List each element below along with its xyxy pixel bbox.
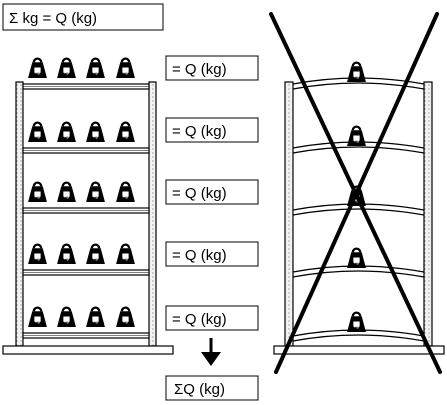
weight-label: kg xyxy=(64,319,69,324)
weight-label: kg xyxy=(93,134,98,139)
total-label-box: ΣQ (kg) xyxy=(165,375,259,401)
total-label-text: ΣQ (kg) xyxy=(174,381,225,398)
weight-icon: kg xyxy=(27,181,48,203)
weight-icon: kg xyxy=(346,247,367,269)
weight-icon: kg xyxy=(56,121,77,143)
weight-label: kg xyxy=(35,134,40,139)
weight-label: kg xyxy=(35,70,40,75)
weight-icon: kg xyxy=(346,125,367,147)
shelf-labels: = Q (kg) = Q (kg) = Q (kg) = Q (kg) = Q (kg) xyxy=(165,55,259,331)
weight-icon: kg xyxy=(85,306,106,328)
weight-icon: kg xyxy=(115,57,136,79)
weight-label: kg xyxy=(354,138,359,143)
weight-label: kg xyxy=(93,70,98,75)
weight-label: kg xyxy=(354,324,359,329)
weight-label: kg xyxy=(64,194,69,199)
shelf-label-text: = Q (kg) xyxy=(172,123,227,140)
weight-label: kg xyxy=(123,194,128,199)
weight-icon: kg xyxy=(56,306,77,328)
weight-label: kg xyxy=(64,134,69,139)
weight-label: kg xyxy=(35,319,40,324)
rack-base xyxy=(2,345,174,355)
bad-rack-base xyxy=(273,345,445,355)
weight-label: kg xyxy=(123,319,128,324)
bad-rack-shelves xyxy=(292,77,425,342)
header-formula: Σ kg = Q (kg) xyxy=(2,3,164,31)
shelf-label: = Q (kg) xyxy=(165,305,259,331)
weight-icon: kg xyxy=(85,243,106,265)
weight-icon: kg xyxy=(56,243,77,265)
weight-icon: kg xyxy=(27,243,48,265)
weight-label: kg xyxy=(35,194,40,199)
weight-label: kg xyxy=(93,319,98,324)
weight-label: kg xyxy=(123,256,128,261)
weight-label: kg xyxy=(123,70,128,75)
weight-label: kg xyxy=(354,74,359,79)
weight-icon: kg xyxy=(27,121,48,143)
weight-label: kg xyxy=(123,134,128,139)
header-formula-text: Σ kg = Q (kg) xyxy=(9,10,97,27)
weight-label: kg xyxy=(93,256,98,261)
bent-shelf-edge xyxy=(292,334,425,342)
weight-label: kg xyxy=(93,194,98,199)
shelf-label-text: = Q (kg) xyxy=(172,311,227,328)
shelf-label: = Q (kg) xyxy=(165,179,259,205)
bent-shelf-edge xyxy=(292,146,425,154)
weight-icon: kg xyxy=(85,57,106,79)
weight-icon: kg xyxy=(346,311,367,333)
bent-shelf-edge xyxy=(292,208,425,216)
weight-icon: kg xyxy=(85,181,106,203)
bad-rack-upright-right xyxy=(423,81,433,347)
good-rack: kg kg kg kg kg kg kg kg kg kg kg kg kg kg kg kg kg kg kg kg xyxy=(2,57,174,355)
shelf-label-text: = Q (kg) xyxy=(172,61,227,78)
down-arrow-icon xyxy=(201,338,221,366)
weight-label: kg xyxy=(354,260,359,265)
rack-upright-left xyxy=(15,81,24,347)
x-cross-icon xyxy=(269,12,442,374)
weight-icon: kg xyxy=(56,57,77,79)
weight-icon: kg xyxy=(115,121,136,143)
weight-icon: kg xyxy=(27,306,48,328)
weight-icon: kg xyxy=(115,306,136,328)
weight-label: kg xyxy=(64,256,69,261)
bad-rack-upright-left xyxy=(284,81,294,347)
rack-shelves xyxy=(22,83,150,339)
weight-label: kg xyxy=(64,70,69,75)
shelf-label-text: = Q (kg) xyxy=(172,185,227,202)
weight-icon: kg xyxy=(27,57,48,79)
weight-label: kg xyxy=(35,256,40,261)
weight-icon: kg xyxy=(85,121,106,143)
weight-icon: kg xyxy=(115,181,136,203)
shelf-label: = Q (kg) xyxy=(165,241,259,267)
rack-weights: kg kg kg kg kg kg kg kg kg kg kg kg kg kg kg kg kg kg kg kg xyxy=(27,57,136,328)
shelf-label: = Q (kg) xyxy=(165,117,259,143)
bent-shelf-edge xyxy=(292,270,425,278)
weight-icon: kg xyxy=(115,243,136,265)
shelf-label-text: = Q (kg) xyxy=(172,247,227,264)
weight-icon: kg xyxy=(56,181,77,203)
weight-icon: kg xyxy=(346,61,367,83)
rack-upright-right xyxy=(148,81,157,347)
shelf-label: = Q (kg) xyxy=(165,55,259,81)
